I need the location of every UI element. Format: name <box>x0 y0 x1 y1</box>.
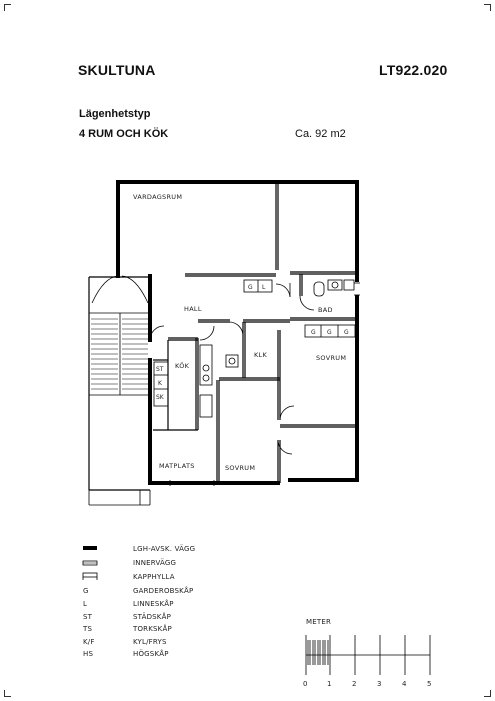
scale-label: METER <box>306 618 332 626</box>
legend-item-kapphylla: KAPPHYLLA <box>133 573 175 581</box>
legend-item-torkskap: TORKSKÅP <box>133 625 172 633</box>
closet-g-l <box>153 279 356 407</box>
scale-tick-3: 3 <box>377 680 382 688</box>
room-label-klk: KLK <box>254 351 267 359</box>
legend-item-inner-wall: INNERVÄGG <box>133 559 177 567</box>
room-label-matplats: MATPLATS <box>159 462 195 470</box>
closet-label-l: L <box>262 284 266 291</box>
project-title: SKULTUNA <box>78 62 156 78</box>
closet-label-g: G <box>344 329 349 336</box>
apartment-type-label: Lägenhetstyp <box>79 108 151 120</box>
crop-mark-bottom-right <box>484 690 491 697</box>
legend-item-hogskap: HÖGSKÅP <box>133 650 169 658</box>
kitchen-fixtures <box>199 344 239 418</box>
legend-abbr-hs: HS <box>83 650 94 658</box>
stair-treads <box>91 318 148 390</box>
closet-label-g: G <box>327 329 332 336</box>
scale-tick-4: 4 <box>402 680 407 688</box>
room-label-bad: BAD <box>318 306 333 314</box>
room-label-kok: KÖK <box>175 361 190 370</box>
closet-label-g: G <box>248 284 253 291</box>
legend-symbol-coat-rack <box>82 572 98 580</box>
exterior-walls <box>116 180 359 485</box>
scale-tick-2: 2 <box>352 680 357 688</box>
legend-abbr-kf: K/F <box>83 638 95 646</box>
crop-mark-top-right <box>484 4 491 11</box>
stairwell <box>88 275 151 506</box>
legend-item-kylfrys: KYL/FRYS <box>133 638 167 646</box>
room-label-sovrum-right: SOVRUM <box>316 354 346 362</box>
interior-walls <box>153 184 357 483</box>
legend-item-linneskap: LINNESKÅP <box>133 600 174 608</box>
apartment-area: Ca. 92 m2 <box>295 128 346 140</box>
scale-tick-5: 5 <box>427 680 432 688</box>
apartment-type-value: 4 RUM OCH KÖK <box>79 128 169 140</box>
legend-abbr-g: G <box>83 587 89 595</box>
windows <box>169 282 360 486</box>
project-code: LT922.020 <box>379 62 448 78</box>
bathroom-fixtures <box>313 279 355 297</box>
closet-label-sk: SK <box>156 394 165 401</box>
legend-symbol-exterior-wall <box>83 546 97 550</box>
legend-item-garderobskap: GARDEROBSKÅP <box>133 587 194 595</box>
crop-mark-bottom-left <box>4 690 11 697</box>
closet-label-st: ST <box>156 366 164 373</box>
room-label-sovrum-bottom: SOVRUM <box>225 464 255 472</box>
legend-item-lgh-wall: LGH-AVSK. VÄGG <box>133 545 196 553</box>
doors <box>149 283 315 455</box>
legend-abbr-st: ST <box>83 613 93 621</box>
room-label-vardagsrum: VARDAGSRUM <box>133 193 182 201</box>
crop-mark-top-left <box>4 4 11 11</box>
legend-item-stadskap: STÄDSKÅP <box>133 613 171 621</box>
room-label-hall: HALL <box>184 305 202 313</box>
legend-abbr-ts: TS <box>83 625 93 633</box>
scale-tick-1: 1 <box>327 680 332 688</box>
scale-tick-0: 0 <box>303 680 308 688</box>
legend-abbr-l: L <box>83 600 88 608</box>
closet-label-k: K <box>158 380 163 387</box>
closet-label-g: G <box>311 329 316 336</box>
